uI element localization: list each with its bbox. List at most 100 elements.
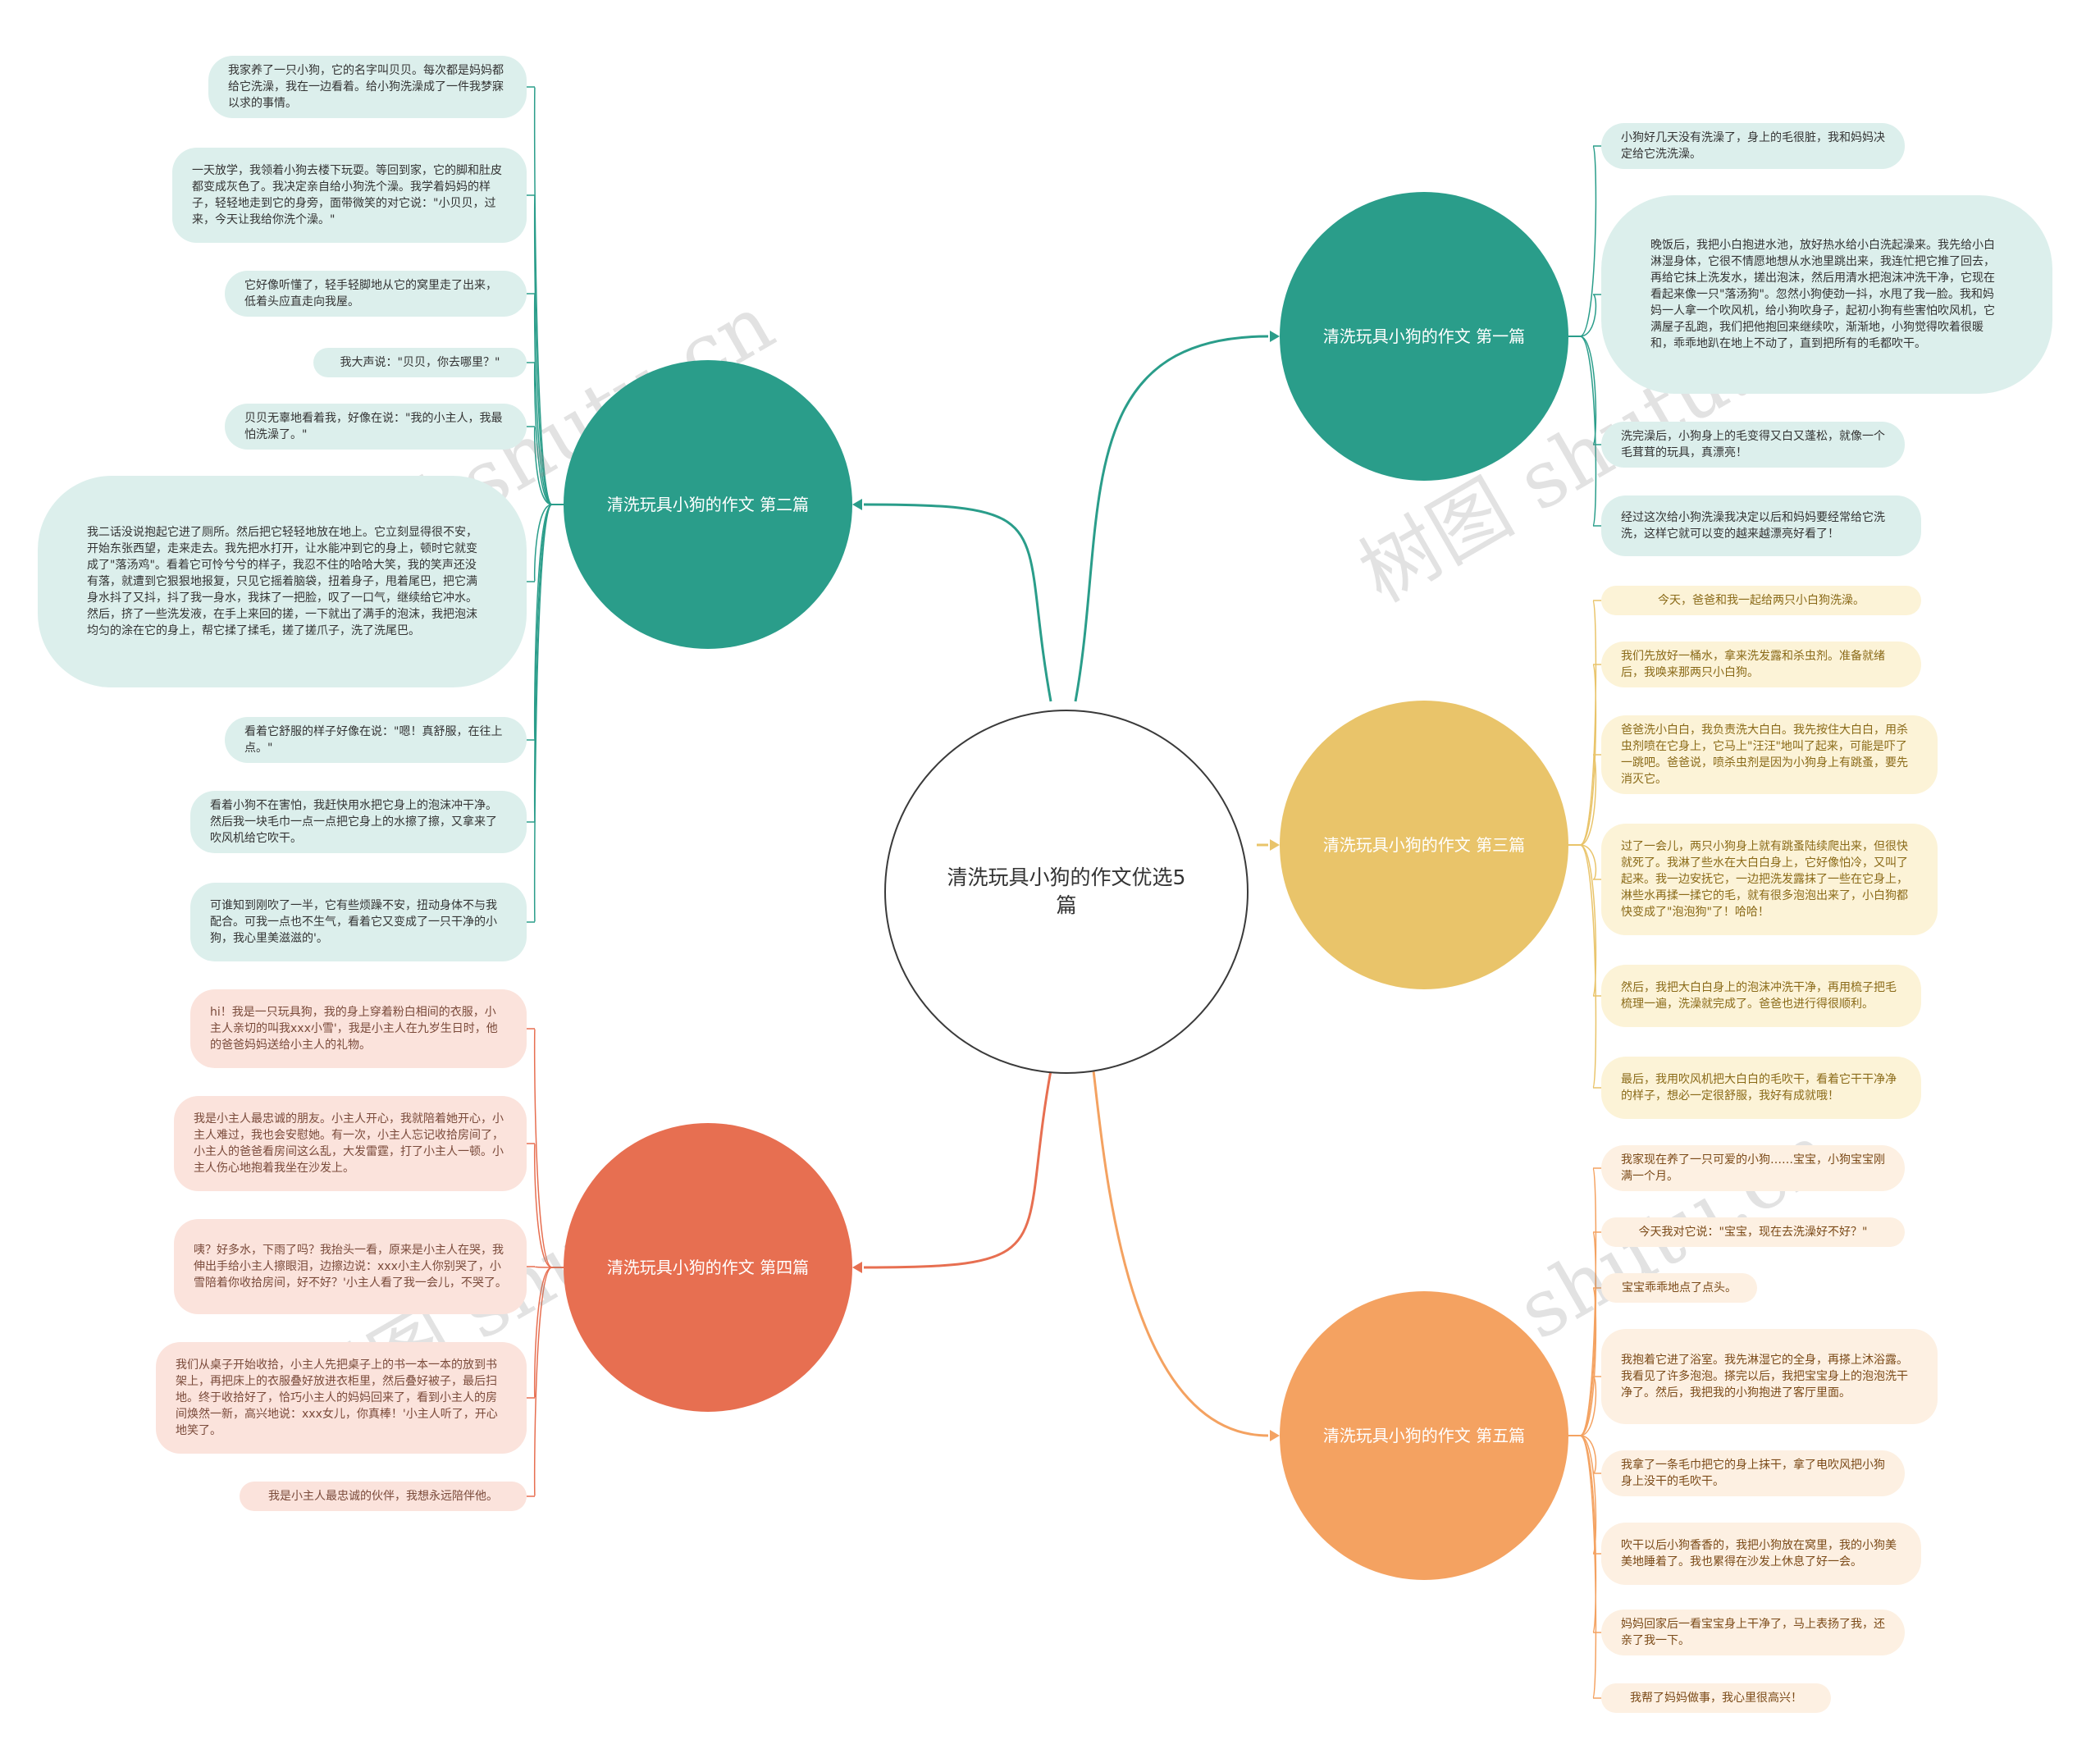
leaf-note-text: 我是小主人最忠诚的朋友。小主人开心，我就陪着她开心，小主人难过，我也会安慰她。有… — [194, 1112, 504, 1175]
connector-line — [863, 503, 1052, 702]
leaf-note-text: 爸爸洗小白白，我负责洗大白白。我先按住大白白，用杀虫剂喷在它身上，它马上"汪汪"… — [1621, 724, 1908, 786]
leaf-note-text: 我大声说："贝贝，你去哪里？" — [340, 356, 500, 369]
leaf-note-text: 我拿了一条毛巾把它的身上抹干，拿了电吹风把小狗身上没干的毛吹干。 — [1621, 1459, 1885, 1488]
connector-arrow — [1270, 1430, 1280, 1441]
leaf-note-text: 看着小狗不在害怕，我赶快用水把它身上的泡沫冲干净。然后我一块毛巾一点一点把它身上… — [210, 799, 497, 845]
branch-node-label: 清洗玩具小狗的作文 第五篇 — [1322, 1426, 1526, 1445]
connector-line — [527, 293, 553, 505]
leaf-note-text: 我们先放好一桶水，拿来洗发露和杀虫剂。准备就绪后，我唤来那两只小白狗。 — [1621, 650, 1885, 679]
connector-line — [527, 1143, 553, 1268]
connector-line — [1074, 335, 1269, 702]
branch-node-4[interactable]: 清洗玩具小狗的作文 第四篇 — [564, 1123, 852, 1412]
leaf-note-text: 我是小主人最忠诚的伙伴，我想永远陪伴他。 — [268, 1490, 498, 1503]
leaf-note[interactable]: 我大声说："贝贝，你去哪里？" — [313, 348, 527, 377]
leaf-note-text: 过了一会儿，两只小狗身上就有跳蚤陆续爬出来，但很快就死了。我淋了些水在大白白身上… — [1621, 840, 1908, 919]
connector-line — [1579, 844, 1601, 997]
leaf-note-text: 我帮了妈妈做事，我心里很高兴！ — [1630, 1692, 1802, 1705]
leaf-note[interactable]: 我家养了一只小狗，它的名字叫贝贝。每次都是妈妈都给它洗澡，我在一边看着。给小狗洗… — [208, 56, 527, 118]
leaf-note[interactable]: 我抱着它进了浴室。我先淋湿它的全身，再搽上沐浴露。我看见了许多泡泡。搽完以后，我… — [1601, 1329, 1938, 1424]
branch-node-5[interactable]: 清洗玩具小狗的作文 第五篇 — [1280, 1291, 1568, 1580]
connector-line — [527, 194, 553, 505]
leaf-note[interactable]: 最后，我用吹风机把大白白的毛吹干，看着它干干净净的样子，想必一定很舒服，我好有成… — [1601, 1057, 1921, 1119]
leaf-note-text: 最后，我用吹风机把大白白的毛吹干，看着它干干净净的样子，想必一定很舒服，我好有成… — [1621, 1073, 1897, 1103]
leaf-note-text: 我二话没说抱起它进了厕所。然后把它轻轻地放在地上。它立刻显得很不安，开始东张西望… — [87, 526, 477, 637]
leaf-note[interactable]: 经过这次给小狗洗澡我决定以后和妈妈要经常给它洗洗，这样它就可以变的越来越漂亮好看… — [1601, 495, 1921, 556]
branch-node-3[interactable]: 清洗玩具小狗的作文 第三篇 — [1280, 701, 1568, 989]
connector-line — [1579, 844, 1601, 880]
leaf-note-text: 咦？好多水，下雨了吗？我抬头一看，原来是小主人在哭，我伸出手给小主人擦眼泪，边擦… — [194, 1244, 507, 1290]
connector-line — [527, 504, 553, 823]
leaf-note[interactable]: 我帮了妈妈做事，我心里很高兴！ — [1601, 1683, 1831, 1713]
connector-arrow — [852, 1262, 862, 1273]
leaf-note-text: 一天放学，我领着小狗去楼下玩耍。等回到家，它的脚和肚皮都变成灰色了。我决定亲自给… — [192, 164, 502, 226]
leaf-note-text: 晚饭后，我把小白抱进水池，放好热水给小白洗起澡来。我先给小白淋湿身体，它很不情愿… — [1650, 239, 1995, 350]
connector-line — [1579, 294, 1601, 337]
connector-line — [527, 362, 553, 505]
connector-arrow — [852, 499, 862, 510]
connector-line — [1579, 1435, 1601, 1555]
leaf-note[interactable]: 我家现在养了一只可爱的小狗……宝宝，小狗宝宝刚满一个月。 — [1601, 1145, 1905, 1191]
leaf-note[interactable]: 过了一会儿，两只小狗身上就有跳蚤陆续爬出来，但很快就死了。我淋了些水在大白白身上… — [1601, 824, 1938, 935]
leaf-note-text: 贝贝无辜地看着我，好像在说："我的小主人，我最怕洗澡了。" — [244, 412, 503, 441]
leaf-note[interactable]: 咦？好多水，下雨了吗？我抬头一看，原来是小主人在哭，我伸出手给小主人擦眼泪，边擦… — [174, 1219, 527, 1314]
leaf-note[interactable]: 洗完澡后，小狗身上的毛变得又白又蓬松，就像一个毛茸茸的玩具，真漂亮！ — [1601, 422, 1905, 468]
connector-arrow — [1270, 331, 1280, 342]
leaf-note[interactable]: 我们从桌子开始收拾，小主人先把桌子上的书一本一本的放到书架上，再把床上的衣服叠好… — [156, 1342, 527, 1454]
leaf-note[interactable]: 看着小狗不在害怕，我赶快用水把它身上的泡沫冲干净。然后我一块毛巾一点一点把它身上… — [190, 791, 527, 853]
leaf-note[interactable]: 看着它舒服的样子好像在说："嗯！真舒服，在往上点。" — [225, 717, 527, 763]
connector-line — [1579, 664, 1601, 846]
connector-line — [1579, 754, 1601, 846]
leaf-note-text: 洗完澡后，小狗身上的毛变得又白又蓬松，就像一个毛茸茸的玩具，真漂亮！ — [1621, 430, 1885, 459]
leaf-note[interactable]: 然后，我把大白白身上的泡沫冲洗干净，再用梳子把毛梳理一遍，洗澡就完成了。爸爸也进… — [1601, 965, 1921, 1027]
leaf-note[interactable]: 我是小主人最忠诚的伙伴，我想永远陪伴他。 — [240, 1482, 527, 1511]
leaf-note[interactable]: 妈妈回家后一看宝宝身上干净了，马上表扬了我，还亲了我一下。 — [1601, 1610, 1905, 1655]
leaf-note[interactable]: 我是小主人最忠诚的朋友。小主人开心，我就陪着她开心，小主人难过，我也会安慰她。有… — [174, 1096, 527, 1191]
connector-line — [1579, 145, 1601, 337]
leaf-note[interactable]: 我们先放好一桶水，拿来洗发露和杀虫剂。准备就绪后，我唤来那两只小白狗。 — [1601, 642, 1921, 687]
leaf-note[interactable]: hi！我是一只玩具狗，我的身上穿着粉白相间的衣服，小主人亲切的叫我xxx小雪'，… — [190, 989, 527, 1068]
leaf-note-text: 吹干以后小狗香香的，我把小狗放在窝里，我的小狗美美地睡着了。我也累得在沙发上休息… — [1621, 1539, 1897, 1569]
leaf-note[interactable]: 宝宝乖乖地点了点头。 — [1601, 1273, 1757, 1303]
connector-line — [1579, 336, 1601, 527]
center-topic[interactable]: 清洗玩具小狗的作文优选5篇 — [884, 710, 1249, 1074]
connector-arrow — [1270, 839, 1280, 851]
leaf-note[interactable]: 晚饭后，我把小白抱进水池，放好热水给小白洗起澡来。我先给小白淋湿身体，它很不情愿… — [1601, 195, 2052, 394]
leaf-note-text: hi！我是一只玩具狗，我的身上穿着粉白相间的衣服，小主人亲切的叫我xxx小雪'，… — [210, 1006, 498, 1052]
leaf-note-text: 可谁知到刚吹了一半，它有些烦躁不安，扭动身体不与我配合。可我一点也不生气，看着它… — [210, 899, 497, 945]
connector-line — [527, 504, 553, 582]
leaf-note[interactable]: 它好像听懂了，轻手轻脚地从它的窝里走了出来，低着头应直走向我屋。 — [225, 271, 527, 317]
connector-line — [1579, 1435, 1601, 1633]
connector-line — [527, 1267, 553, 1497]
leaf-note-text: 我们从桌子开始收拾，小主人先把桌子上的书一本一本的放到书架上，再把床上的衣服叠好… — [176, 1358, 498, 1437]
leaf-note-text: 它好像听懂了，轻手轻脚地从它的窝里走了出来，低着头应直走向我屋。 — [244, 279, 497, 308]
leaf-note[interactable]: 贝贝无辜地看着我，好像在说："我的小主人，我最怕洗澡了。" — [225, 404, 527, 450]
leaf-note-text: 妈妈回家后一看宝宝身上干净了，马上表扬了我，还亲了我一下。 — [1621, 1618, 1885, 1647]
connector-line — [1579, 1376, 1601, 1436]
leaf-note-text: 宝宝乖乖地点了点头。 — [1622, 1281, 1737, 1295]
branch-node-1[interactable]: 清洗玩具小狗的作文 第一篇 — [1280, 192, 1568, 481]
leaf-note[interactable]: 爸爸洗小白白，我负责洗大白白。我先按住大白白，用杀虫剂喷在它身上，它马上"汪汪"… — [1601, 715, 1938, 794]
leaf-note[interactable]: 一天放学，我领着小狗去楼下玩耍。等回到家，它的脚和肚皮都变成灰色了。我决定亲自给… — [172, 148, 527, 243]
leaf-note[interactable]: 小狗好几天没有洗澡了，身上的毛很脏，我和妈妈决定给它洗洗澡。 — [1601, 123, 1905, 169]
leaf-note-text: 我家养了一只小狗，它的名字叫贝贝。每次都是妈妈都给它洗澡，我在一边看着。给小狗洗… — [228, 64, 504, 110]
leaf-note-text: 看着它舒服的样子好像在说："嗯！真舒服，在往上点。" — [244, 725, 503, 755]
branch-node-2[interactable]: 清洗玩具小狗的作文 第二篇 — [564, 360, 852, 649]
leaf-note[interactable]: 今天我对它说："宝宝，现在去洗澡好不好？" — [1601, 1217, 1905, 1247]
connector-line — [527, 1028, 553, 1268]
leaf-note-text: 经过这次给小狗洗澡我决定以后和妈妈要经常给它洗洗，这样它就可以变的越来越漂亮好看… — [1621, 511, 1885, 541]
leaf-note[interactable]: 可谁知到刚吹了一半，它有些烦躁不安，扭动身体不与我配合。可我一点也不生气，看着它… — [190, 883, 527, 961]
leaf-note[interactable]: 我拿了一条毛巾把它的身上抹干，拿了电吹风把小狗身上没干的毛吹干。 — [1601, 1450, 1905, 1496]
leaf-note[interactable]: 吹干以后小狗香香的，我把小狗放在窝里，我的小狗美美地睡着了。我也累得在沙发上休息… — [1601, 1523, 1921, 1585]
leaf-note-text: 今天我对它说："宝宝，现在去洗澡好不好？" — [1638, 1226, 1868, 1239]
connector-line — [1579, 1167, 1601, 1436]
branch-node-label: 清洗玩具小狗的作文 第二篇 — [606, 495, 810, 514]
branch-node-label: 清洗玩具小狗的作文 第一篇 — [1322, 326, 1526, 346]
connector-line — [1074, 1032, 1269, 1437]
leaf-note[interactable]: 今天，爸爸和我一起给两只小白狗洗澡。 — [1601, 586, 1921, 615]
connector-line — [527, 86, 553, 505]
leaf-note[interactable]: 我二话没说抱起它进了厕所。然后把它轻轻地放在地上。它立刻显得很不安，开始东张西望… — [38, 476, 527, 687]
connector-line — [1579, 844, 1601, 1089]
center-topic-label: 清洗玩具小狗的作文优选5篇 — [947, 865, 1186, 917]
